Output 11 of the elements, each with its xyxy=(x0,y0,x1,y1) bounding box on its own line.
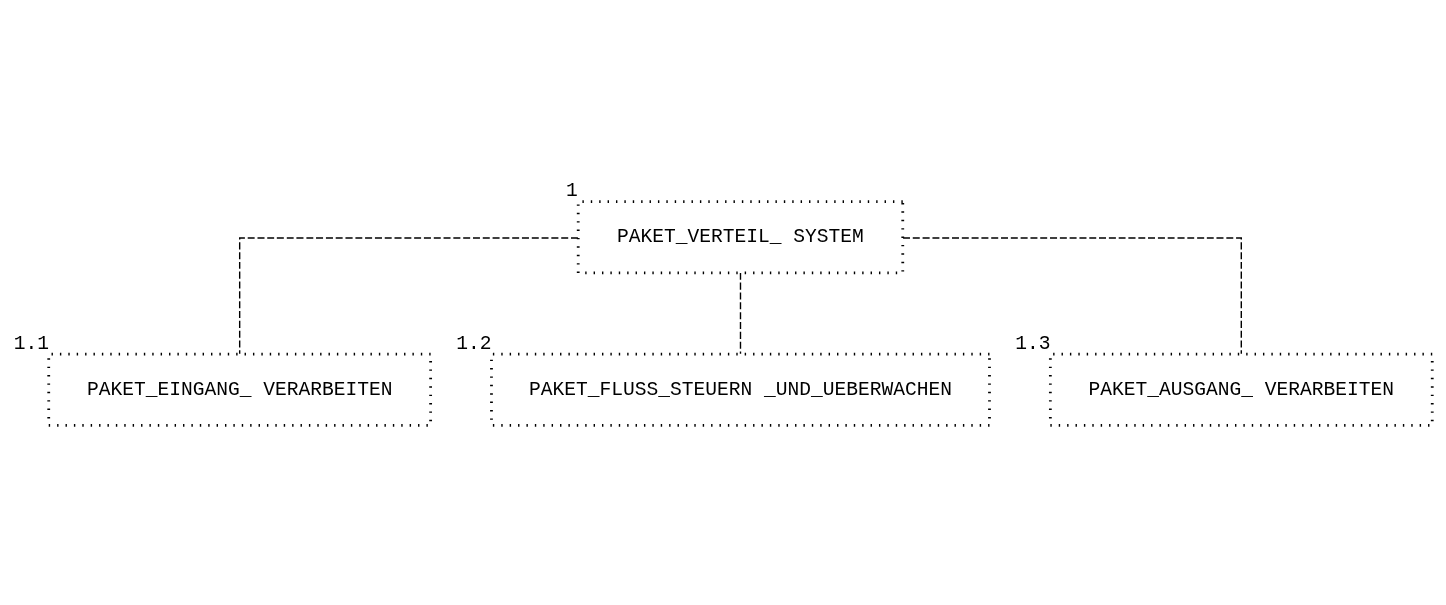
node-box: PAKET_EINGANG_ VERARBEITEN xyxy=(47,352,433,427)
connector xyxy=(239,236,579,354)
node-box: PAKET_FLUSS_STEUERN _UND_UEBERWACHEN xyxy=(490,352,991,427)
node-label: 1 xyxy=(566,179,578,202)
node-label: 1.1 xyxy=(13,332,49,355)
node-label: 1.3 xyxy=(1015,332,1051,355)
connector xyxy=(739,271,742,354)
connector xyxy=(902,236,1242,354)
node-label: 1.2 xyxy=(456,332,492,355)
node-box: PAKET_AUSGANG_ VERARBEITEN xyxy=(1048,352,1434,427)
node-box: PAKET_VERTEIL_ SYSTEM xyxy=(576,199,905,274)
